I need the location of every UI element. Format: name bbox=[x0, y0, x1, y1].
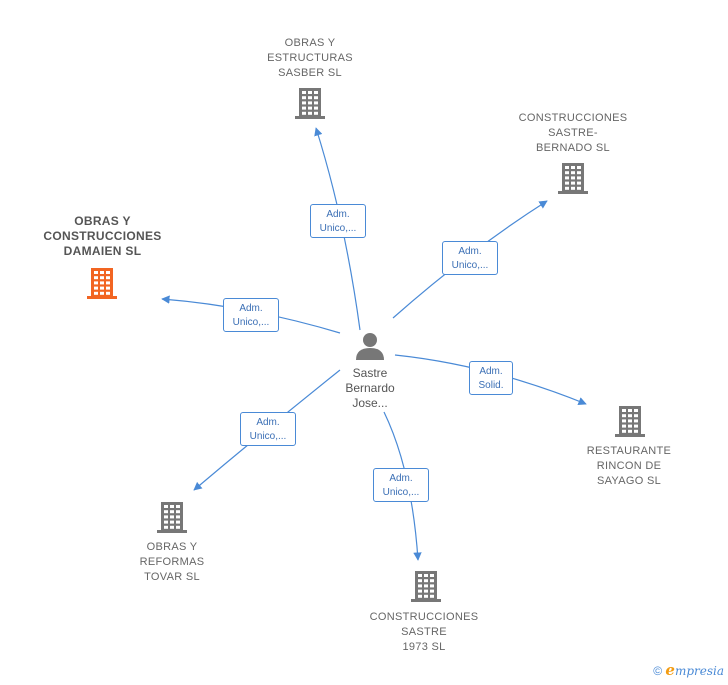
company-label-line: BERNADO SL bbox=[536, 142, 610, 154]
company-label-line: 1973 SL bbox=[402, 641, 446, 653]
relation-label-line: Unico,... bbox=[451, 260, 489, 271]
person-label-line-1: Sastre bbox=[352, 366, 388, 380]
company-label-sastre-bernado[interactable]: CONSTRUCCIONES SASTRE- BERNADO SL bbox=[505, 111, 641, 156]
relation-label-line: Unico,... bbox=[382, 487, 420, 498]
company-label-line: OBRAS Y bbox=[284, 37, 336, 49]
relation-label-line: Adm. bbox=[326, 209, 350, 220]
company-label-line: SAYAGO SL bbox=[596, 475, 662, 487]
empresia-logo: empresia bbox=[665, 661, 724, 679]
company-label-line: REFORMAS bbox=[139, 556, 205, 568]
building-icon-damaien[interactable] bbox=[87, 268, 117, 299]
company-label-line: OBRAS Y bbox=[74, 214, 131, 228]
relation-label-sastre-1973[interactable]: Adm. Unico,... bbox=[373, 468, 429, 502]
empresia-credit[interactable]: © empresia bbox=[653, 661, 724, 679]
relation-label-line: Solid. bbox=[478, 380, 504, 391]
person-label-line-2: Bernardo bbox=[345, 381, 395, 395]
relation-label-line: Adm. bbox=[479, 366, 503, 377]
copyright-icon: © bbox=[653, 664, 663, 678]
building-icon-tovar[interactable] bbox=[157, 502, 187, 533]
relation-label-sastre-bernado[interactable]: Adm. Unico,... bbox=[442, 241, 498, 275]
company-label-line: SASTRE bbox=[401, 626, 447, 638]
company-label-line: OBRAS Y bbox=[146, 541, 198, 553]
company-label-line: SASTRE- bbox=[548, 127, 598, 139]
building-icon-rincon[interactable] bbox=[615, 406, 645, 437]
relation-label-line: Adm. bbox=[458, 246, 482, 257]
company-label-line: CONSTRUCCIONES bbox=[518, 112, 628, 124]
company-label-line: DAMAIEN SL bbox=[63, 244, 142, 258]
person-label-line-3: Jose... bbox=[352, 396, 388, 410]
relation-label-line: Unico,... bbox=[232, 317, 270, 328]
person-icon[interactable] bbox=[356, 333, 384, 360]
company-label-sastre-1973[interactable]: CONSTRUCCIONES SASTRE 1973 SL bbox=[356, 610, 492, 655]
company-label-line: SASBER SL bbox=[278, 67, 342, 79]
company-label-line: RINCON DE bbox=[596, 460, 662, 472]
relation-label-line: Unico,... bbox=[249, 431, 287, 442]
company-label-sasber[interactable]: OBRAS Y ESTRUCTURAS SASBER SL bbox=[258, 36, 362, 81]
relation-label-damaien[interactable]: Adm. Unico,... bbox=[223, 298, 279, 332]
relation-label-tovar[interactable]: Adm. Unico,... bbox=[240, 412, 296, 446]
relation-label-line: Adm. bbox=[256, 417, 280, 428]
relation-label-sasber[interactable]: Adm. Unico,... bbox=[310, 204, 366, 238]
company-label-line: TOVAR SL bbox=[144, 571, 200, 583]
building-icon-sastre-1973[interactable] bbox=[411, 571, 441, 602]
company-label-rincon[interactable]: RESTAURANTE RINCON DE SAYAGO SL bbox=[570, 444, 688, 489]
company-label-line: CONSTRUCCIONES bbox=[43, 229, 162, 243]
company-label-line: ESTRUCTURAS bbox=[267, 52, 353, 64]
relation-label-line: Adm. bbox=[389, 473, 413, 484]
company-label-tovar[interactable]: OBRAS Y REFORMAS TOVAR SL bbox=[120, 540, 224, 585]
relation-label-line: Adm. bbox=[239, 303, 263, 314]
building-icon-sasber[interactable] bbox=[295, 88, 325, 119]
company-label-line: CONSTRUCCIONES bbox=[369, 611, 479, 623]
relation-label-line: Unico,... bbox=[319, 223, 357, 234]
relation-label-rincon[interactable]: Adm. Solid. bbox=[469, 361, 513, 395]
company-label-line: RESTAURANTE bbox=[586, 445, 672, 457]
person-label[interactable]: Sastre Bernardo Jose... bbox=[330, 366, 410, 411]
building-icon-sastre-bernado[interactable] bbox=[558, 163, 588, 194]
